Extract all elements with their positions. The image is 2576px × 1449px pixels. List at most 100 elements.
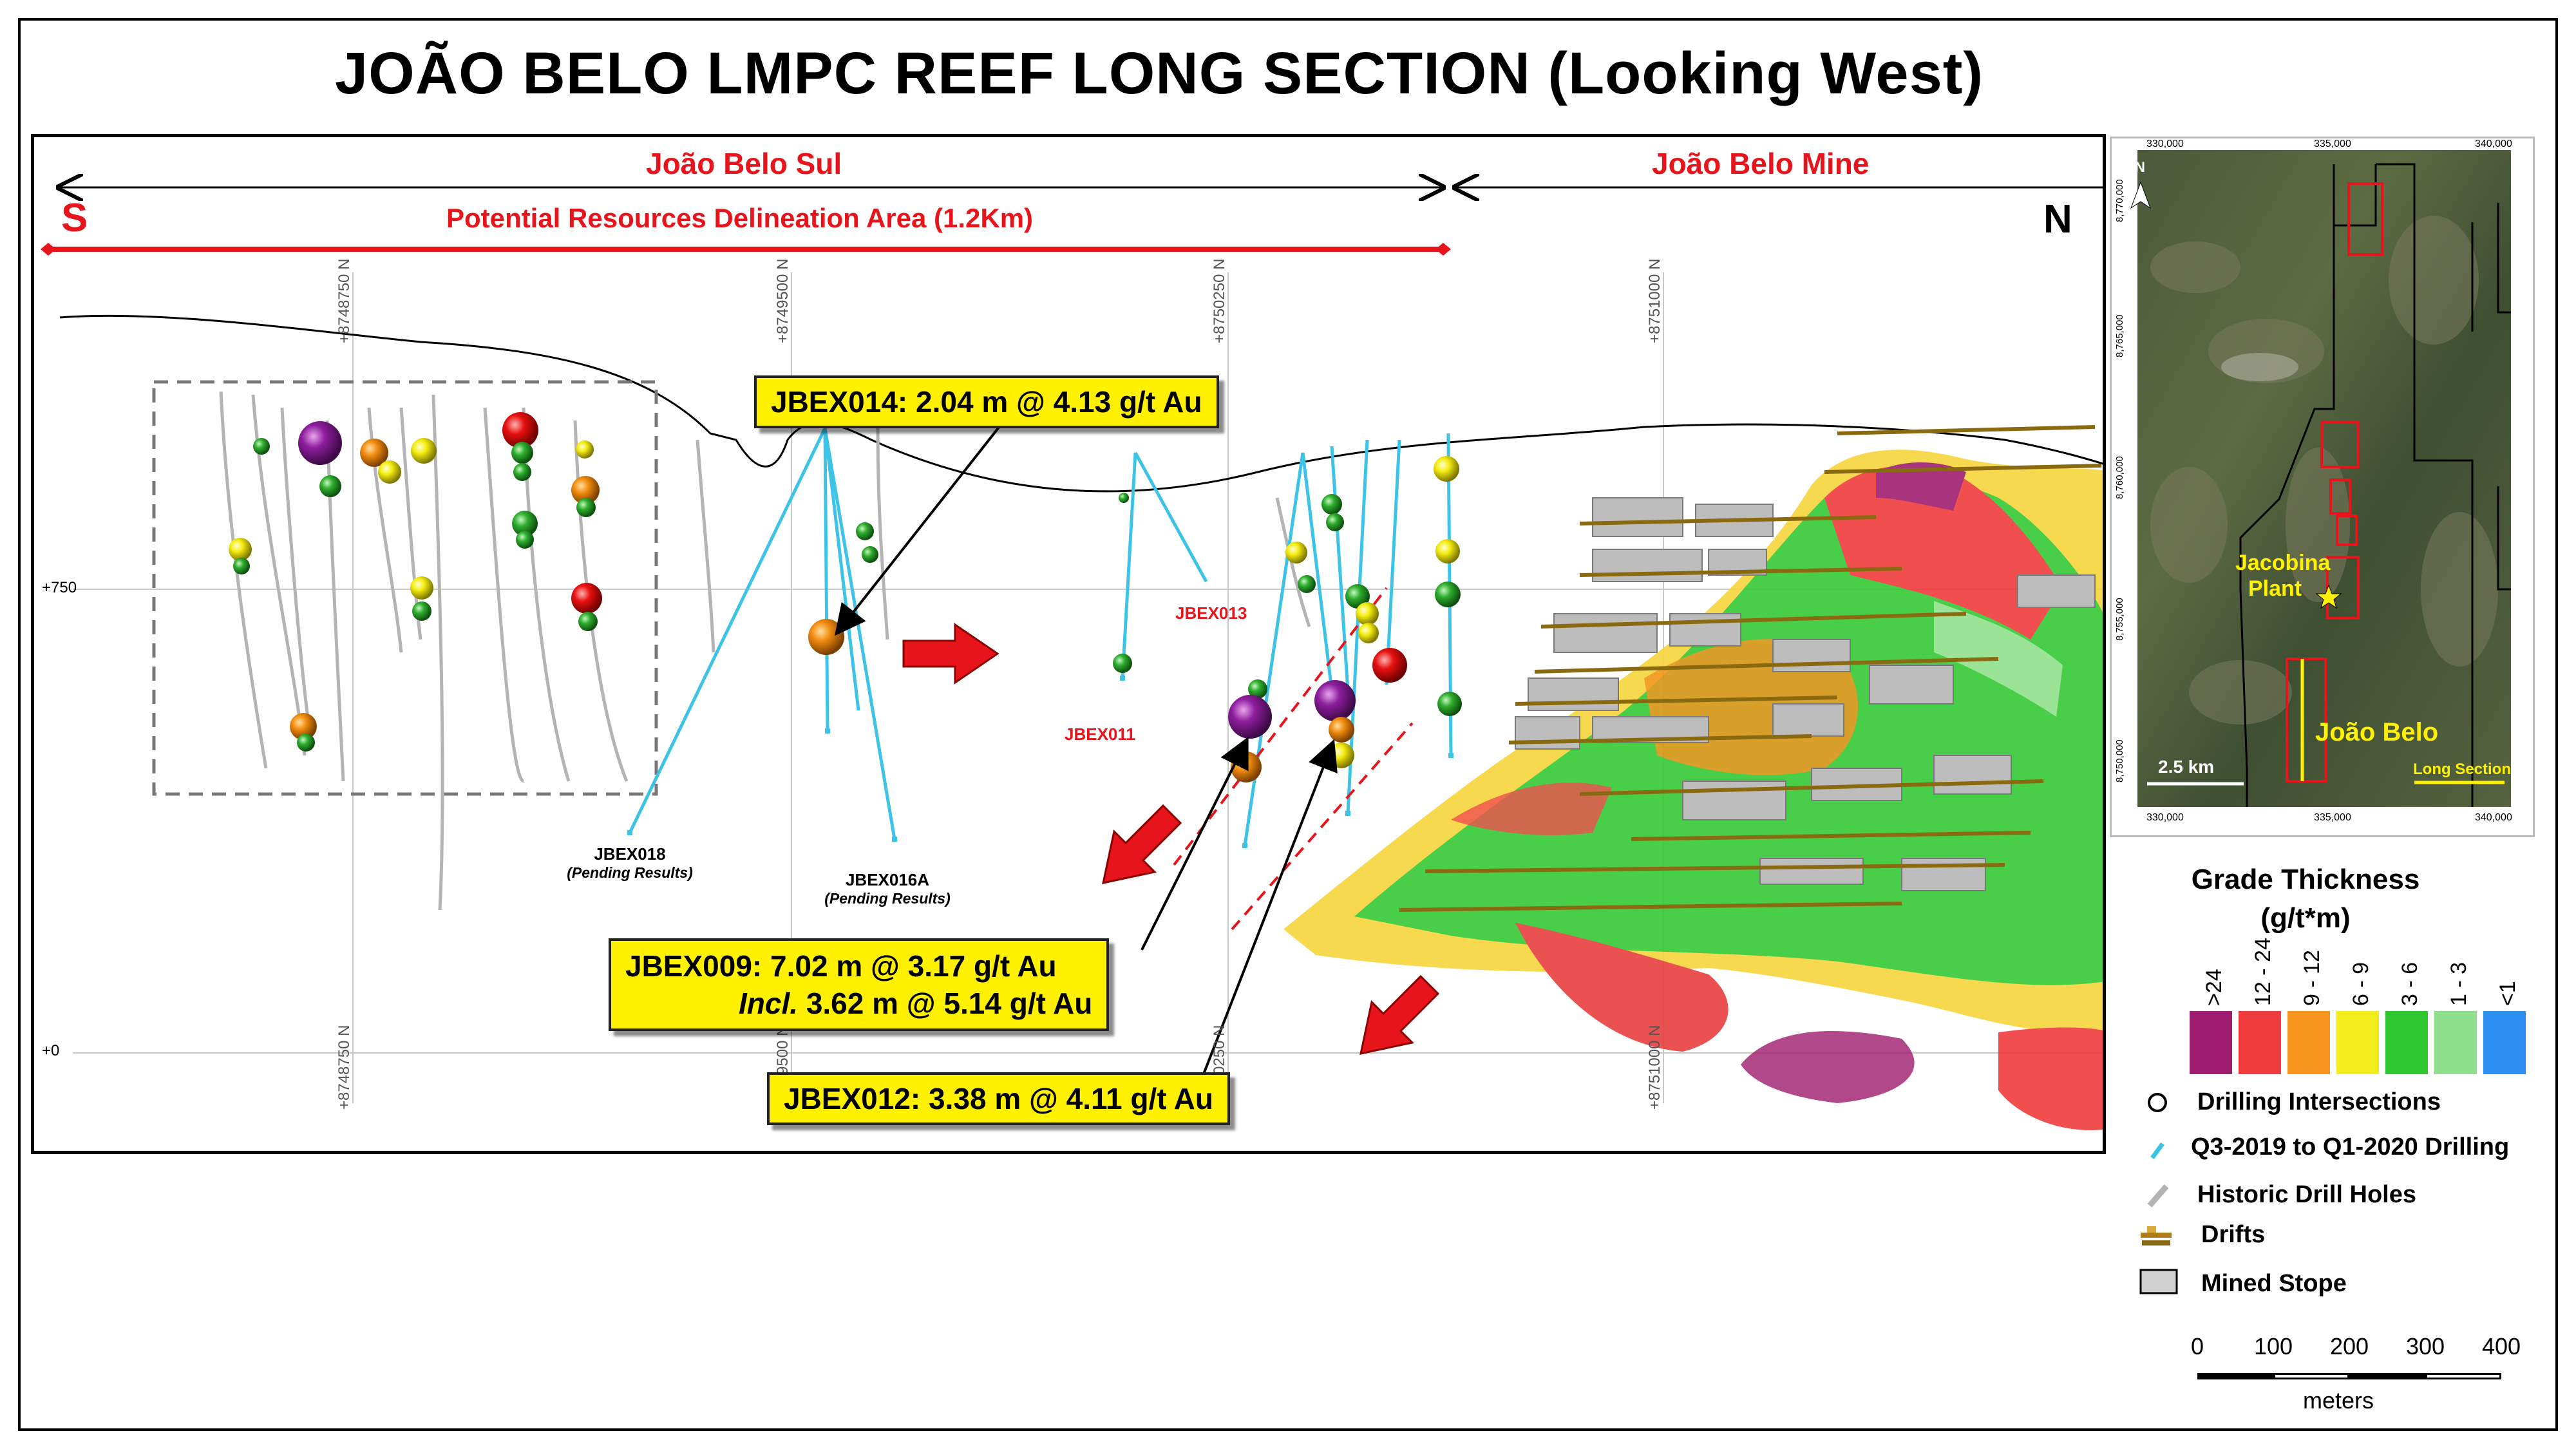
jbex009-incl: Incl. — [739, 987, 799, 1020]
north-label: N — [2043, 197, 2072, 242]
south-label: S — [61, 196, 88, 240]
northing-top-1: +8748750 N — [336, 258, 353, 343]
grade-swatch-5 — [2385, 1011, 2428, 1074]
jbex009-line2: Incl. 3.62 m @ 5.14 g/t Au — [625, 985, 1092, 1022]
inset-y-tick-2: 8,765,000 — [2114, 314, 2125, 357]
inset-x-tick-3: 340,000 — [2475, 138, 2512, 149]
legend-symbols — [2139, 1093, 2178, 1294]
grade-swatch-label-1: >24 — [2202, 969, 2226, 1006]
legend-title-line1: Grade Thickness — [2191, 864, 2420, 895]
scale-label-3: 200 — [2330, 1333, 2369, 1359]
jbex016a-name: JBEX016A — [845, 870, 930, 889]
red-arrow-downleft-2 — [1359, 974, 1440, 1055]
property-boundaries — [2239, 163, 2511, 807]
grade-swatch-label-5: 3 - 6 — [2398, 961, 2422, 1006]
inset-joao-belo-label: João Belo — [2315, 718, 2439, 746]
inset-map-drawing — [2130, 150, 2511, 807]
scale-segment-3 — [2349, 1373, 2425, 1379]
plant-star-icon — [2315, 584, 2342, 609]
grade-swatch-label-6: 1 - 3 — [2447, 961, 2471, 1006]
trend-line-upper — [1173, 587, 1388, 866]
grade-swatch-6 — [2434, 1011, 2477, 1074]
callout-jbex014: JBEX014: 2.04 m @ 4.13 g/t Au — [754, 375, 1219, 428]
grade-swatch-label-2: 12 - 24 — [2251, 938, 2275, 1006]
jbex012-leader — [1198, 739, 1338, 1084]
town-area — [2221, 353, 2298, 381]
drifts — [1399, 425, 2102, 912]
joao-belo-sul-label: João Belo Sul — [646, 147, 842, 180]
scale-label-1: 0 — [2191, 1333, 2204, 1359]
jbex018-name: JBEX018 — [594, 844, 666, 864]
scale-segment-4 — [2425, 1373, 2501, 1379]
q3-drilling-symbol — [2150, 1142, 2164, 1160]
legend-drilling-intersections: Drilling Intersections — [2197, 1088, 2441, 1115]
northing-top-3: +8750250 N — [1211, 258, 1228, 343]
hole-label-jbex018: JBEX018 (Pending Results) — [543, 844, 717, 882]
inset-plant-label: Plant — [2248, 576, 2302, 601]
jbex009-line1: JBEX009: 7.02 m @ 3.17 g/t Au — [625, 949, 1057, 983]
elevation-0-label: +0 — [42, 1042, 60, 1059]
hole-label-jbex013: JBEX013 — [1175, 603, 1247, 623]
historic-hole-symbol — [2147, 1184, 2169, 1208]
northing-bottom-1: +8748750 N — [336, 1025, 353, 1110]
jbex016a-pending: (Pending Results) — [824, 890, 951, 907]
callout-jbex009: JBEX009: 7.02 m @ 3.17 g/t Au Incl. 3.62… — [609, 938, 1110, 1031]
legend-title: Grade Thickness (g/t*m) — [2145, 860, 2467, 938]
jbex009-incl-value: 3.62 m @ 5.14 g/t Au — [806, 987, 1093, 1020]
grade-swatch-2 — [2239, 1011, 2281, 1074]
long-section-drawing — [41, 137, 2103, 1130]
jbex014-leader — [835, 424, 1001, 636]
inset-jacobina-label: Jacobina — [2235, 551, 2331, 575]
northing-top-2: +8749500 N — [774, 258, 791, 343]
northing-bottom-4: +8751000 N — [1646, 1025, 1663, 1110]
legend-historic-holes: Historic Drill Holes — [2197, 1181, 2416, 1208]
inset-y-tick-3: 8,760,000 — [2114, 456, 2125, 499]
grade-swatch-7 — [2483, 1011, 2526, 1074]
grade-swatch-1 — [2190, 1011, 2232, 1074]
inset-scale-label: 2.5 km — [2158, 757, 2215, 777]
scale-unit-label: meters — [2303, 1387, 2374, 1414]
delineation-left-end — [41, 243, 56, 256]
drifts-symbol — [2141, 1226, 2172, 1245]
hole-label-jbex011: JBEX011 — [1065, 724, 1135, 744]
legend-drifts: Drifts — [2201, 1221, 2266, 1248]
legend-title-line2: (g/t*m) — [2260, 902, 2351, 934]
inset-x-tick-1: 330,000 — [2146, 138, 2184, 149]
inset-y-tick-1: 8,770,000 — [2114, 179, 2125, 222]
inset-long-section-label: Long Section — [2413, 761, 2511, 778]
scale-label-2: 100 — [2254, 1333, 2293, 1359]
page-title: JOÃO BELO LMPC REEF LONG SECTION (Lookin… — [334, 41, 1984, 106]
red-arrow-downleft-1 — [1102, 804, 1182, 884]
target-areas — [2286, 182, 2383, 782]
inset-x-tick-bottom-1: 330,000 — [2146, 812, 2184, 823]
grade-swatch-4 — [2336, 1011, 2379, 1074]
trend-line-lower — [1231, 722, 1414, 931]
inset-x-tick-bottom-2: 335,000 — [2314, 812, 2351, 823]
scale-label-4: 300 — [2406, 1333, 2445, 1359]
long-section-panel: João Belo Sul João Belo Mine S N Potenti… — [31, 134, 2106, 1154]
grade-swatch-label-3: 9 - 12 — [2300, 950, 2324, 1006]
inset-x-tick-2: 335,000 — [2314, 138, 2351, 149]
legend-mined-stope: Mined Stope — [2201, 1270, 2347, 1297]
elevation-750-label: +750 — [42, 579, 77, 596]
drilling-intersection-symbol — [2148, 1093, 2167, 1112]
topography-line — [59, 314, 2103, 493]
northing-top-4: +8751000 N — [1646, 258, 1663, 343]
delineation-right-end — [1435, 243, 1451, 256]
jbex009-leader — [1141, 736, 1249, 951]
callout-jbex012: JBEX012: 3.38 m @ 4.11 g/t Au — [767, 1072, 1230, 1125]
delineation-area-label: Potential Resources Delineation Area (1.… — [446, 203, 1034, 233]
grade-swatch-label-7: <1 — [2496, 981, 2520, 1006]
new-drilling-holes — [628, 427, 1453, 846]
location-inset-map: 330,000 335,000 340,000 330,000 335,000 … — [2110, 137, 2535, 837]
inset-north-label: N — [2135, 159, 2145, 175]
figure-frame — [18, 18, 2558, 1431]
terrain-patches — [2150, 216, 2498, 724]
historic-area-box — [152, 380, 658, 796]
section-scale-bar: 0 100 200 300 400 meters — [2177, 1333, 2537, 1423]
joao-belo-mine-label: João Belo Mine — [1652, 147, 1870, 180]
inset-y-tick-4: 8,755,000 — [2114, 598, 2125, 641]
scale-label-5: 400 — [2482, 1333, 2521, 1359]
scale-segment-2 — [2273, 1373, 2349, 1379]
